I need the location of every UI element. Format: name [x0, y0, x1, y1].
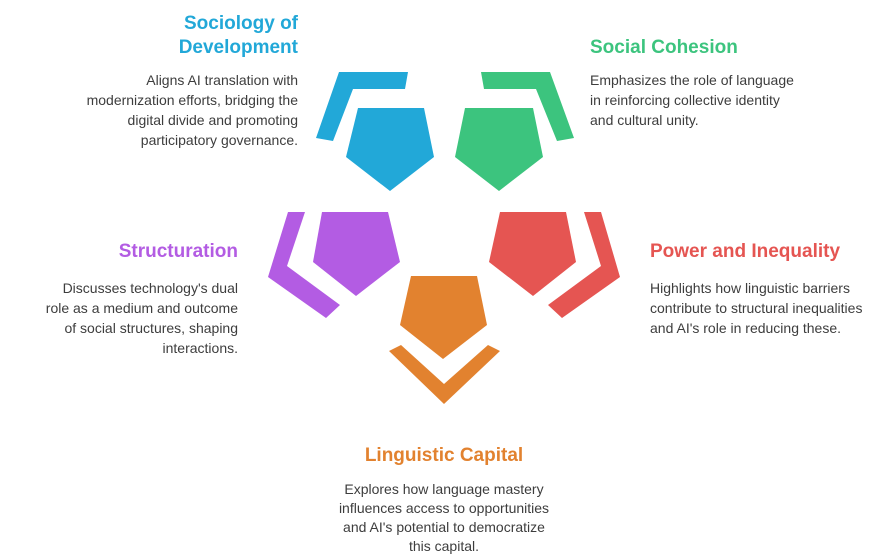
structuration-description: Discusses technology's dual role as a me…	[45, 280, 238, 356]
cohesion-chevron	[481, 72, 574, 141]
linguistic-chevron	[389, 345, 500, 404]
cohesion-segment	[455, 72, 574, 191]
sociology-description: Aligns AI translation with modernization…	[86, 72, 298, 148]
cohesion-pentagon	[455, 108, 543, 191]
sociology-chevron	[316, 72, 408, 141]
power-title: Power and Inequality	[650, 241, 841, 262]
power-chevron	[548, 212, 620, 318]
power-segment	[489, 212, 620, 318]
structuration-chevron	[268, 212, 340, 318]
linguistic-segment	[389, 276, 500, 404]
structuration-block: Structuration Discusses technology's dua…	[38, 240, 238, 358]
cohesion-block: Social Cohesion Emphasizes the role of l…	[590, 36, 805, 130]
linguistic-block: Linguistic Capital Explores how language…	[332, 444, 556, 556]
structuration-pentagon	[313, 212, 400, 296]
linguistic-pentagon	[400, 276, 487, 359]
sociology-block: Sociology of Development Aligns AI trans…	[70, 12, 298, 150]
cohesion-description: Emphasizes the role of language in reinf…	[590, 72, 794, 128]
power-description: Highlights how linguistic barriers contr…	[650, 280, 863, 336]
structuration-title: Structuration	[118, 241, 238, 262]
sociology-title: Sociology of Development	[178, 13, 298, 58]
power-pentagon	[489, 212, 576, 296]
sociology-segment	[316, 72, 434, 191]
cohesion-title: Social Cohesion	[590, 37, 738, 58]
sociology-pentagon	[346, 108, 434, 191]
power-block: Power and Inequality Highlights how ling…	[650, 240, 865, 338]
linguistic-description: Explores how language mastery influences…	[338, 481, 550, 554]
structuration-segment	[268, 212, 400, 318]
linguistic-title: Linguistic Capital	[364, 445, 524, 466]
